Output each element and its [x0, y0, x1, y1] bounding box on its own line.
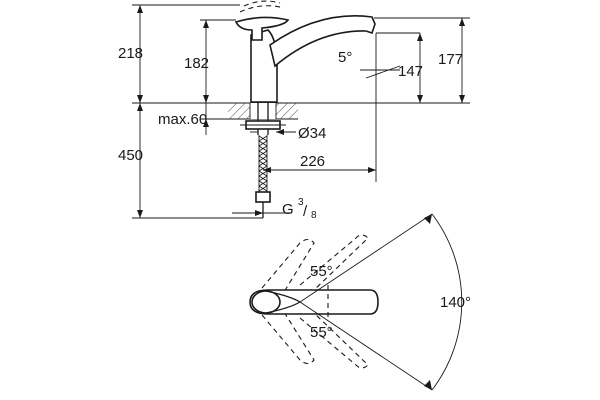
svg-text:/: /: [303, 203, 308, 220]
dim-connection: G 3 / 8: [232, 197, 317, 221]
spout-swivel-up: [299, 234, 369, 293]
dim-218: 218: [118, 5, 143, 103]
plan-view: 55° 55° 140°: [249, 213, 471, 391]
angle-55-up-label: 55°: [310, 263, 333, 280]
dim-450: 450: [118, 103, 143, 218]
angle-55-down-label: 55°: [310, 324, 333, 341]
dim-147-label: 147: [398, 63, 423, 80]
dim-diameter-34-label: Ø34: [298, 125, 326, 142]
countertop-section: [228, 102, 298, 120]
connection-g-label: G: [282, 201, 294, 218]
dim-182: 182: [184, 20, 209, 103]
shank-and-hose: [240, 103, 286, 218]
dim-177: 177: [438, 18, 465, 103]
dim-max-60: max.60: [158, 103, 209, 135]
connection-denominator: 8: [311, 210, 317, 221]
dim-450-label: 450: [118, 147, 143, 164]
dim-max-60-label: max.60: [158, 111, 207, 128]
dim-226-label: 226: [300, 153, 325, 170]
lever-position-up: [261, 238, 315, 293]
dim-218-label: 218: [118, 45, 143, 62]
spout: [269, 15, 376, 68]
faucet-plan-body: [249, 289, 379, 315]
dim-177-label: 177: [438, 51, 463, 68]
dim-5-degree-label: 5°: [338, 49, 352, 66]
spout-swivel-down: [299, 310, 369, 369]
dim-182-label: 182: [184, 55, 209, 72]
dim-diameter-34: Ø34: [250, 125, 326, 142]
angle-140-label: 140°: [440, 294, 471, 311]
swivel-arc-140: 140°: [299, 213, 471, 391]
dim-147: 147: [398, 33, 423, 103]
dim-226: 226: [263, 153, 376, 173]
lever-position-down: [261, 311, 315, 365]
dim-5-degree: 5°: [338, 49, 401, 79]
lever-handle: [234, 16, 290, 41]
connection-numerator: 3: [298, 197, 304, 208]
elevation-view: 218 182 max.60 450 5°: [118, 0, 470, 221]
